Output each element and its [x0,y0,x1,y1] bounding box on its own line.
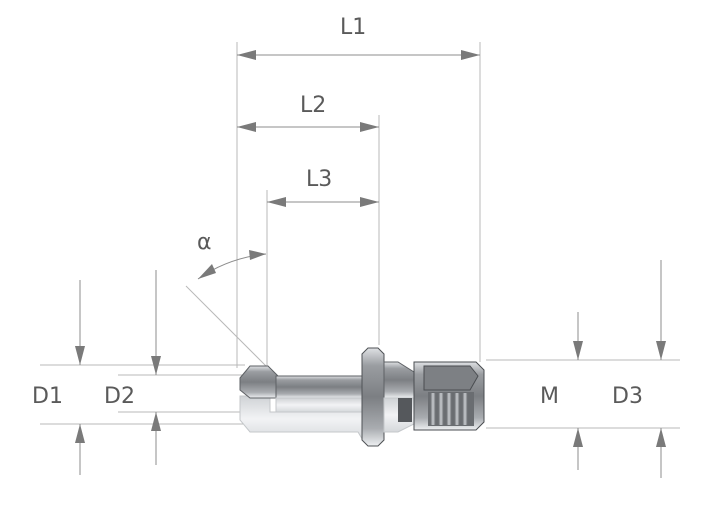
dimension-alpha [197,250,267,280]
dimension-d2 [151,270,161,465]
label-d3: D3 [612,384,643,409]
label-l1: L1 [340,15,366,40]
label-alpha: α [197,230,212,255]
dimension-d1 [75,280,85,475]
dimension-m [573,312,583,470]
extension-lines [40,42,680,429]
dimension-d3 [656,260,666,478]
thread-section [428,392,474,426]
pull-stud-part [239,347,485,447]
label-l2: L2 [300,93,326,118]
label-d1: D1 [32,384,63,409]
dimension-l1 [237,50,480,60]
label-l3: L3 [306,167,332,192]
dimension-l2 [237,122,379,132]
label-d2: D2 [104,384,135,409]
label-m: M [540,384,559,409]
dimension-l3 [267,197,379,207]
